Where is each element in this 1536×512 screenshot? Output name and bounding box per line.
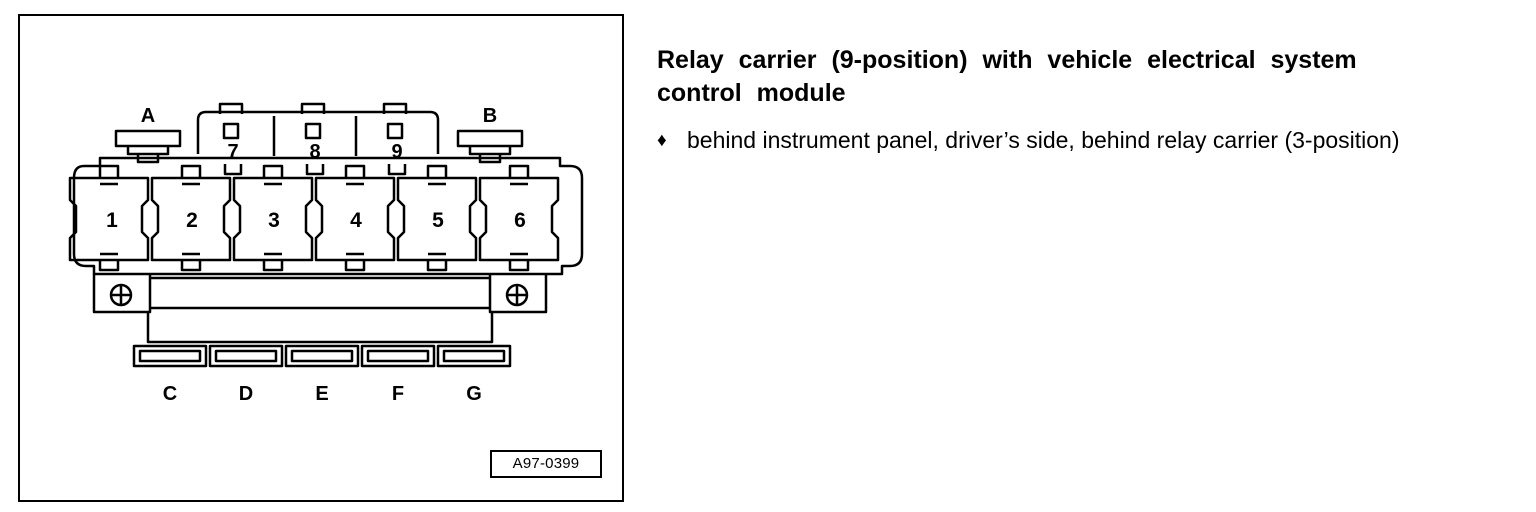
- position-label-9: 9: [391, 141, 402, 163]
- relay-position-label-5: 5: [432, 209, 444, 232]
- socket-bottom-clip: [508, 252, 530, 272]
- description-block: Relay carrier (9-position) with vehicle …: [657, 44, 1517, 155]
- socket-bottom-clip: [426, 252, 448, 272]
- section-heading: Relay carrier (9-position) with vehicle …: [657, 46, 1357, 107]
- position-label-7: 7: [227, 141, 238, 163]
- bullet-text: behind instrument panel, driver’s side, …: [687, 127, 1400, 153]
- diamond-bullet-icon: ♦: [657, 130, 667, 151]
- connector-label-e: E: [315, 383, 328, 405]
- connector-label-d: D: [239, 383, 253, 405]
- relay-position-label-6: 6: [514, 209, 526, 232]
- relay-socket-3: [232, 176, 314, 262]
- figure-code: A97-0399: [490, 450, 602, 478]
- connector-label-f: F: [392, 383, 404, 405]
- socket-bottom-clip: [344, 252, 366, 272]
- relay-socket-4: [314, 176, 396, 262]
- socket-bottom-clip: [180, 252, 202, 272]
- connector-label-b: B: [483, 105, 497, 127]
- relay-carrier-drawing: A B 7 8 9 1 2 3 4 5 6 C D E F G: [68, 102, 584, 405]
- socket-top-clip: [262, 164, 284, 186]
- relay-carrier-diagram: A B 7 8 9 1 2 3 4 5 6 C D E F G A97-0399: [18, 14, 624, 502]
- position-label-8: 8: [309, 141, 320, 163]
- socket-bottom-clip: [98, 252, 120, 272]
- relay-socket-6: [478, 176, 560, 262]
- socket-top-clip: [98, 164, 120, 186]
- socket-bottom-clip: [262, 252, 284, 272]
- relay-position-label-1: 1: [106, 209, 118, 232]
- bullet-item: ♦ behind instrument panel, driver’s side…: [657, 126, 1527, 155]
- connector-label-a: A: [141, 105, 155, 127]
- relay-socket-5: [396, 176, 478, 262]
- socket-top-clip: [426, 164, 448, 186]
- socket-top-clip: [180, 164, 202, 186]
- relay-position-label-2: 2: [186, 209, 198, 232]
- socket-top-clip: [344, 164, 366, 186]
- connector-label-c: C: [163, 383, 177, 405]
- relay-socket-2: [150, 176, 232, 262]
- socket-top-clip: [508, 164, 530, 186]
- relay-socket-1: [68, 176, 150, 262]
- relay-position-label-3: 3: [268, 209, 280, 232]
- connector-label-g: G: [466, 383, 482, 405]
- relay-position-label-4: 4: [350, 209, 362, 232]
